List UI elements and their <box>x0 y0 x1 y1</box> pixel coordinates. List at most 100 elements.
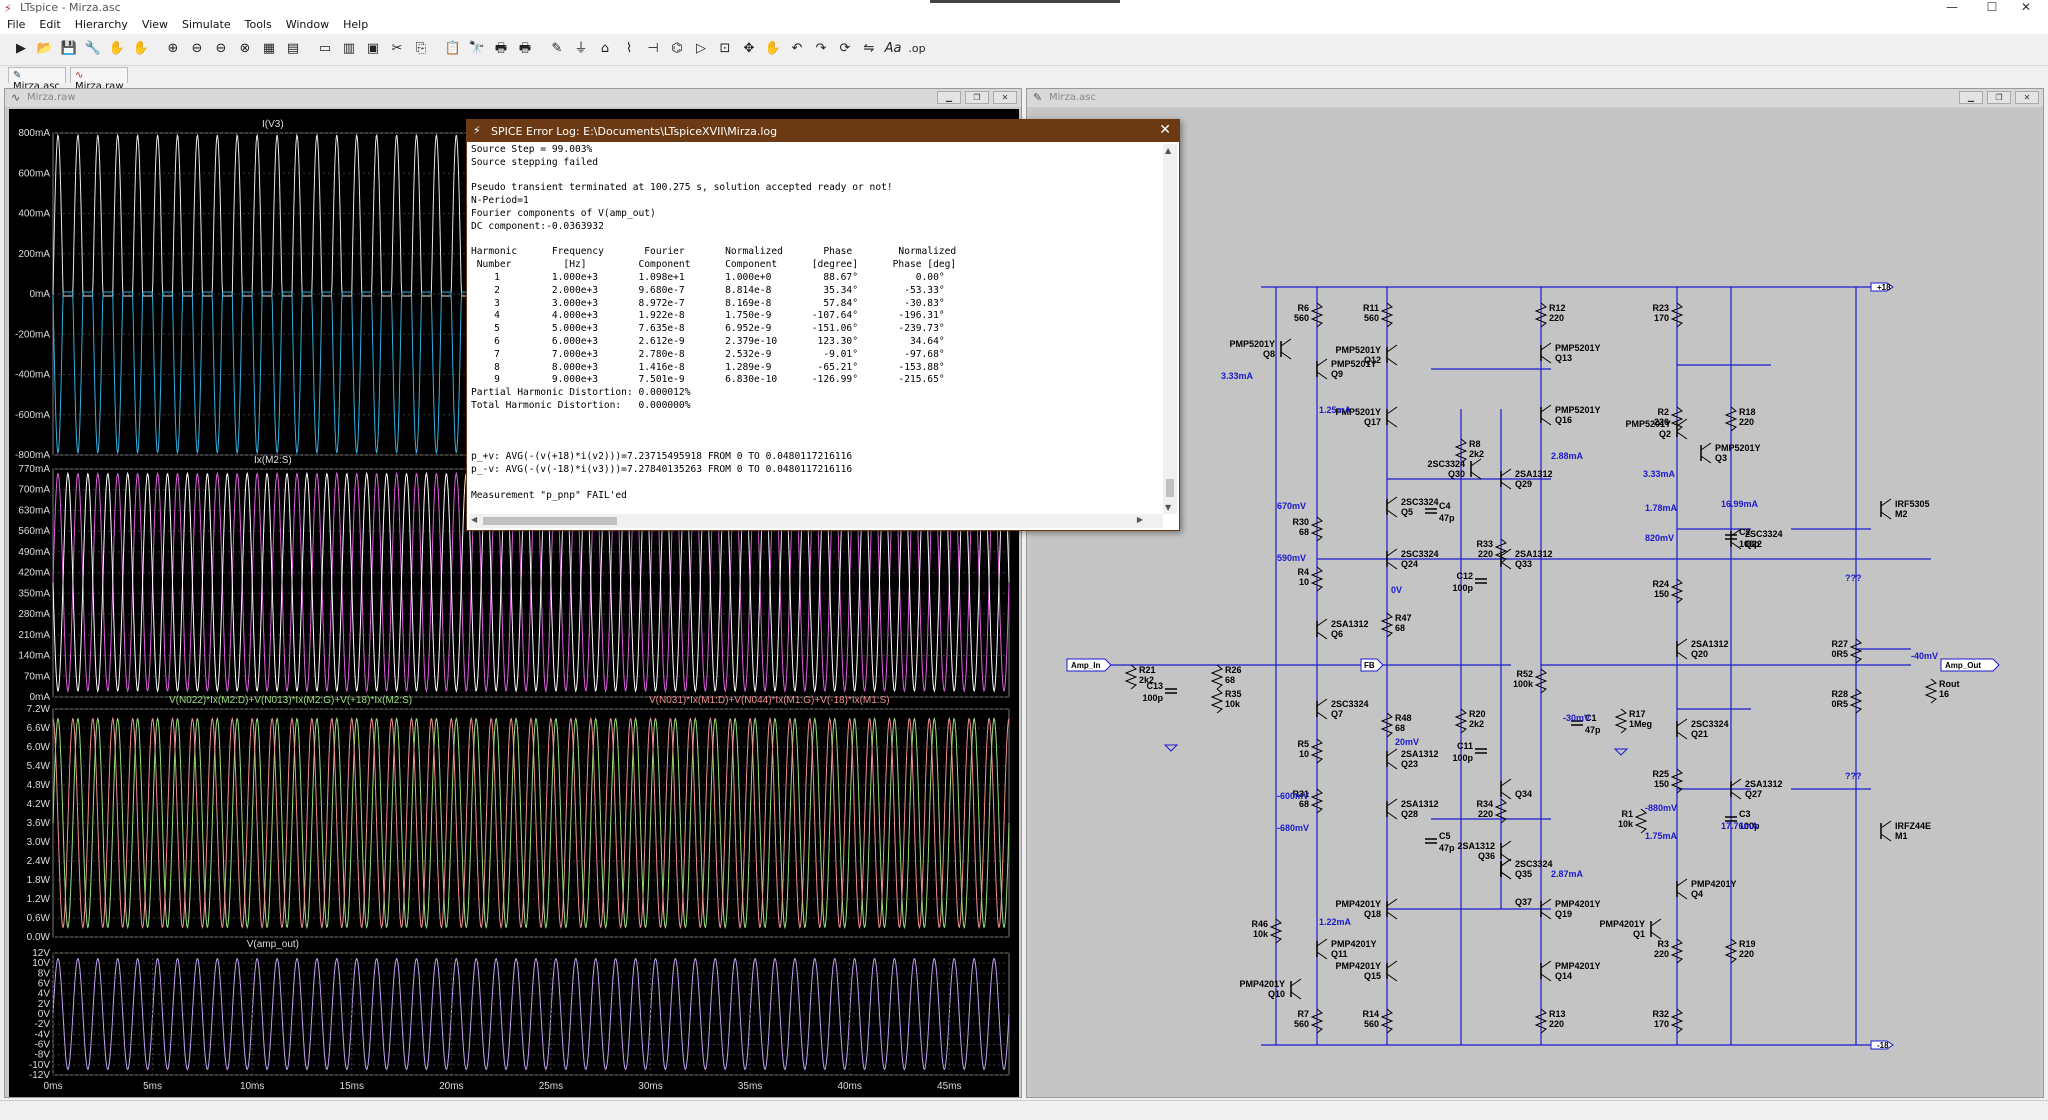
menu-hierarchy[interactable]: Hierarchy <box>74 18 128 31</box>
drag-icon[interactable]: ✋ <box>764 41 782 56</box>
cut-icon[interactable]: ✂ <box>391 41 403 56</box>
find-icon[interactable]: 🔭 <box>468 41 486 56</box>
text-icon[interactable]: Aa <box>884 41 902 56</box>
waveform-restore-button[interactable]: ❐ <box>965 91 989 104</box>
plot-icon[interactable]: ▦ <box>262 41 276 56</box>
waveform-close-button[interactable]: ✕ <box>993 91 1017 104</box>
part-val: PMP4201Y <box>1691 879 1737 889</box>
zoom-pan-icon[interactable]: ⊖ <box>191 41 203 56</box>
transistor-symbol <box>1500 778 1512 787</box>
menu-help[interactable]: Help <box>343 18 369 31</box>
error-log-close-button[interactable]: ✕ <box>1159 122 1171 138</box>
transistor-symbol <box>1650 918 1662 927</box>
plot-pane-2: 7.2W6.6W6.0W5.4W4.8W4.2W3.6W3.0W2.4W1.8W… <box>27 695 1010 943</box>
tab-waveform[interactable]: ∿ Mirza.raw <box>70 67 128 92</box>
part-ref: Q37 <box>1515 897 1532 907</box>
save-icon[interactable]: 💾 <box>60 41 78 56</box>
menu-window[interactable]: Window <box>285 18 330 31</box>
error-log-vertical-scrollbar[interactable]: ▲ ▼ <box>1163 144 1177 514</box>
undo-icon[interactable]: ↶ <box>791 41 803 56</box>
y-tick-label: 0mA <box>29 692 50 703</box>
schematic-close-button[interactable]: ✕ <box>2015 91 2039 104</box>
part-val: 220 <box>1478 809 1493 819</box>
zoom-fit-icon[interactable]: ⊗ <box>239 41 251 56</box>
print-setup-icon[interactable]: 🖶 <box>518 41 532 56</box>
part-val: 2k2 <box>1469 719 1484 729</box>
transistor-symbol <box>1316 358 1328 367</box>
series-line-0 <box>52 716 1010 930</box>
menu-tools[interactable]: Tools <box>244 18 272 31</box>
transistor-symbol <box>1316 951 1328 960</box>
node-voltage-label: 17.76mA <box>1721 821 1759 831</box>
wire-icon[interactable]: ✎ <box>551 41 563 56</box>
move-icon[interactable]: ✥ <box>743 41 755 56</box>
print-icon[interactable]: 🖶 <box>494 41 508 56</box>
copy-icon[interactable]: ⎘ <box>415 41 427 56</box>
maximize-button[interactable]: ☐ <box>1986 0 1998 14</box>
cascade-icon[interactable]: ▣ <box>366 41 380 56</box>
zoom-in-icon[interactable]: ⊕ <box>167 41 179 56</box>
error-log-text[interactable]: Source Step = 99.003%Source stepping fai… <box>469 144 1163 514</box>
inductor-icon[interactable]: ⌬ <box>671 41 683 56</box>
horizontal-scroll-thumb[interactable] <box>483 517 617 525</box>
component-icon[interactable]: ⊡ <box>719 41 731 56</box>
y-tick-label: 10V <box>32 958 50 969</box>
halt-icon[interactable]: ✋ <box>108 41 126 56</box>
log-line: DC component:-0.0363932 <box>471 220 604 232</box>
mirror-icon[interactable]: ⇋ <box>863 41 875 56</box>
tile-vertical-icon[interactable]: ▥ <box>342 41 356 56</box>
capacitor-icon[interactable]: ⊣ <box>647 41 659 56</box>
y-tick-label: 800mA <box>18 128 50 139</box>
tile-horizontal-icon[interactable]: ▭ <box>318 41 332 56</box>
schematic-minimize-button[interactable]: ▁ <box>1959 91 1983 104</box>
tab-waveform-label: Mirza.raw <box>75 81 124 92</box>
schematic-restore-button[interactable]: ❐ <box>1987 91 2011 104</box>
resistor-symbol <box>1534 668 1548 694</box>
hand-icon[interactable]: ✋ <box>132 41 150 56</box>
minimize-button[interactable]: — <box>1946 0 1958 14</box>
transistor-symbol <box>1470 458 1482 467</box>
paste-icon[interactable]: 📋 <box>444 41 462 56</box>
tab-schematic[interactable]: ✎ Mirza.asc <box>8 67 66 92</box>
redo-icon[interactable]: ↷ <box>815 41 827 56</box>
scroll-right-icon[interactable]: ▶ <box>1136 515 1143 524</box>
resistor-icon[interactable]: ⌇ <box>625 41 633 56</box>
node-voltage-label: -600mV <box>1277 791 1309 801</box>
spice-directive-icon[interactable]: .op <box>908 42 926 55</box>
close-button[interactable]: ✕ <box>2020 0 2032 14</box>
error-log-horizontal-scrollbar[interactable]: ◀ ▶ <box>469 514 1163 528</box>
transistor-symbol <box>1386 406 1398 415</box>
vertical-scroll-thumb[interactable] <box>1166 479 1174 497</box>
control-panel-icon[interactable]: 🔧 <box>84 41 102 56</box>
run-icon[interactable]: ▶ <box>16 41 26 56</box>
part-val: PMP4201Y <box>1599 919 1645 929</box>
menu-edit[interactable]: Edit <box>39 18 61 31</box>
diode-icon[interactable]: ▷ <box>696 41 706 56</box>
part-ref: Q24 <box>1401 559 1418 569</box>
schematic-svg: +18-18R6560PMP5201YQ8PMP5201YQ9R3068R410… <box>1066 282 2000 1050</box>
scroll-left-icon[interactable]: ◀ <box>471 515 478 524</box>
label-icon[interactable]: ⌂ <box>600 41 610 56</box>
menu-simulate[interactable]: Simulate <box>182 18 231 31</box>
rotate-icon[interactable]: ⟳ <box>839 41 851 56</box>
resistor-symbol <box>1724 938 1738 964</box>
y-tick-label: 140mA <box>18 651 50 662</box>
menu-file[interactable]: File <box>7 18 26 31</box>
part-val: 2SA1312 <box>1401 749 1439 759</box>
x-tick-label: 40ms <box>837 1081 861 1092</box>
scroll-up-icon[interactable]: ▲ <box>1165 146 1172 155</box>
part-ref: R28 <box>1831 689 1848 699</box>
open-icon[interactable]: 📂 <box>36 41 54 56</box>
transistor-symbol <box>1540 342 1552 351</box>
zoom-out-icon[interactable]: ⊖ <box>215 41 227 56</box>
menu-view[interactable]: View <box>141 18 169 31</box>
part-val: 68 <box>1299 527 1309 537</box>
part-ref: M2 <box>1895 509 1908 519</box>
autoscale-icon[interactable]: ▤ <box>286 41 300 56</box>
y-tick-label: 6.6W <box>27 723 51 734</box>
scroll-down-icon[interactable]: ▼ <box>1165 503 1172 512</box>
ground-icon[interactable]: ⏚ <box>574 41 588 56</box>
waveform-minimize-button[interactable]: ▁ <box>937 91 961 104</box>
